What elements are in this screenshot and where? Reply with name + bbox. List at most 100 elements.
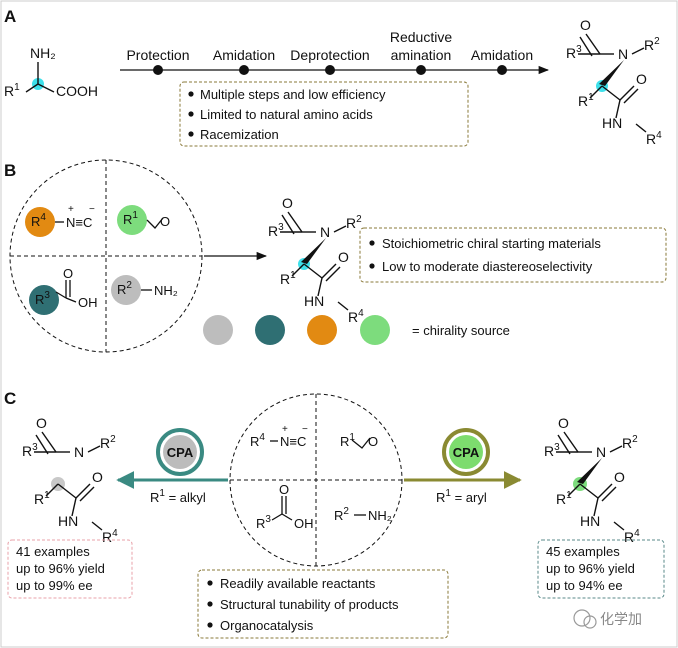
svg-text:O: O — [282, 195, 293, 211]
step-label: Deprotection — [290, 47, 369, 63]
advantage-item: Readily available reactants — [220, 576, 376, 591]
advantage-item: Structural tunability of products — [220, 597, 399, 612]
wechat-icon — [573, 609, 591, 627]
svg-text:HN: HN — [580, 513, 600, 529]
svg-text:O: O — [36, 415, 47, 431]
step-dot — [325, 65, 335, 75]
chirality-source-label: = chirality source — [412, 323, 510, 338]
product-structure-a: O R3 N R2 O R1 HN R4 — [566, 17, 662, 147]
svg-text:+: + — [68, 204, 74, 215]
svg-text:+: + — [282, 424, 288, 435]
drawback-item: Limited to natural amino acids — [200, 107, 373, 122]
product-structure-c-right: O R3 N R2 O R1 HN R4 — [544, 415, 640, 545]
svg-text:−: − — [89, 204, 95, 215]
limitations-box — [359, 227, 667, 283]
cpa-label-left: CPA — [167, 445, 194, 460]
step-dot — [153, 65, 163, 75]
svg-text:HN: HN — [304, 293, 324, 309]
panel-a-label: A — [4, 7, 16, 26]
drawback-item: Racemization — [200, 127, 279, 142]
svg-text:O: O — [338, 249, 349, 265]
svg-text:O: O — [636, 71, 647, 87]
left-condition: R1 = alkyl — [150, 488, 206, 505]
limitation-item: Low to moderate diastereoselectivity — [382, 259, 593, 274]
svg-text:O: O — [368, 434, 378, 449]
legend-dot — [203, 315, 233, 345]
product-structure-c-left: O R3 N R2 O R1 HN R4 — [22, 415, 118, 545]
legend-dot — [360, 315, 390, 345]
svg-text:R4: R4 — [646, 130, 662, 147]
aldehyde-component: R1 O — [117, 205, 170, 235]
cpa-cycle-ring-left — [156, 428, 204, 476]
svg-text:OH: OH — [78, 295, 98, 310]
cpa-catalyst-right — [449, 435, 483, 469]
isocyanide-component: R4 N≡C + − — [25, 204, 95, 237]
svg-text:R3: R3 — [566, 44, 582, 61]
svg-text:R3: R3 — [256, 514, 271, 531]
svg-text:N: N — [74, 444, 84, 460]
svg-text:O: O — [63, 266, 73, 281]
svg-text:NH₂: NH₂ — [154, 283, 178, 298]
legend-dot — [307, 315, 337, 345]
acid-component: R3 O OH — [29, 266, 98, 315]
carboxyl-group: COOH — [56, 83, 98, 99]
svg-text:R1: R1 — [578, 92, 594, 109]
amine-group: NH₂ — [30, 45, 56, 61]
step-markers — [153, 65, 507, 75]
watermark-text: 化学加 — [600, 611, 642, 627]
step-label: Amidation — [471, 47, 533, 63]
left-stat: up to 96% yield — [16, 561, 105, 576]
svg-text:N: N — [618, 46, 628, 62]
right-stat: 45 examples — [546, 544, 620, 559]
svg-text:R2: R2 — [346, 214, 362, 231]
svg-text:R1: R1 — [123, 210, 138, 227]
drawbacks-box — [179, 81, 469, 147]
right-condition: R1 = aryl — [436, 488, 487, 505]
watermark: 化学加 — [573, 609, 642, 629]
svg-text:O: O — [614, 469, 625, 485]
svg-text:O: O — [580, 17, 591, 33]
panel-c: C R4 N≡C + − R1 O R3 O OH R2 — [4, 389, 665, 639]
svg-text:R2: R2 — [334, 506, 349, 523]
svg-text:R2: R2 — [644, 36, 660, 53]
cpa-catalyst-left — [163, 435, 197, 469]
svg-text:O: O — [92, 469, 103, 485]
svg-text:N≡C: N≡C — [280, 434, 306, 449]
svg-text:R3: R3 — [35, 290, 50, 307]
svg-text:HN: HN — [58, 513, 78, 529]
svg-text:R4: R4 — [624, 528, 640, 545]
amine-reactant: R2 NH₂ — [334, 506, 392, 523]
svg-text:R4: R4 — [348, 308, 364, 325]
svg-text:−: − — [302, 424, 308, 435]
svg-text:R1: R1 — [34, 490, 50, 507]
left-stats-box — [7, 539, 133, 599]
drawbacks-list: Multiple steps and low efficiency Limite… — [188, 87, 386, 142]
left-stat: up to 99% ee — [16, 578, 93, 593]
svg-text:R3: R3 — [268, 222, 284, 239]
svg-text:R1: R1 — [556, 490, 572, 507]
svg-text:O: O — [558, 415, 569, 431]
svg-text:R1: R1 — [340, 432, 355, 449]
advantages-box — [197, 569, 449, 639]
svg-text:HN: HN — [602, 115, 622, 131]
step-dot — [497, 65, 507, 75]
legend-dot — [255, 315, 285, 345]
aldehyde-reactant: R1 O — [340, 432, 378, 449]
cpa-label-right: CPA — [453, 445, 480, 460]
amine-component: R2 NH₂ — [111, 275, 178, 305]
product-structure-b: O R3 N R2 O R1 HN R4 — [268, 195, 364, 325]
step-dot — [416, 65, 426, 75]
panel-b-label: B — [4, 161, 16, 180]
step-labels: Protection Amidation Deprotection Reduct… — [126, 29, 533, 63]
drawback-item: Multiple steps and low efficiency — [200, 87, 386, 102]
svg-text:NH₂: NH₂ — [368, 508, 392, 523]
svg-text:R3: R3 — [22, 442, 38, 459]
svg-text:R4: R4 — [31, 212, 46, 229]
svg-text:O: O — [160, 214, 170, 229]
svg-text:R1: R1 — [280, 270, 296, 287]
svg-text:R2: R2 — [117, 280, 132, 297]
step-label: Protection — [126, 47, 189, 63]
